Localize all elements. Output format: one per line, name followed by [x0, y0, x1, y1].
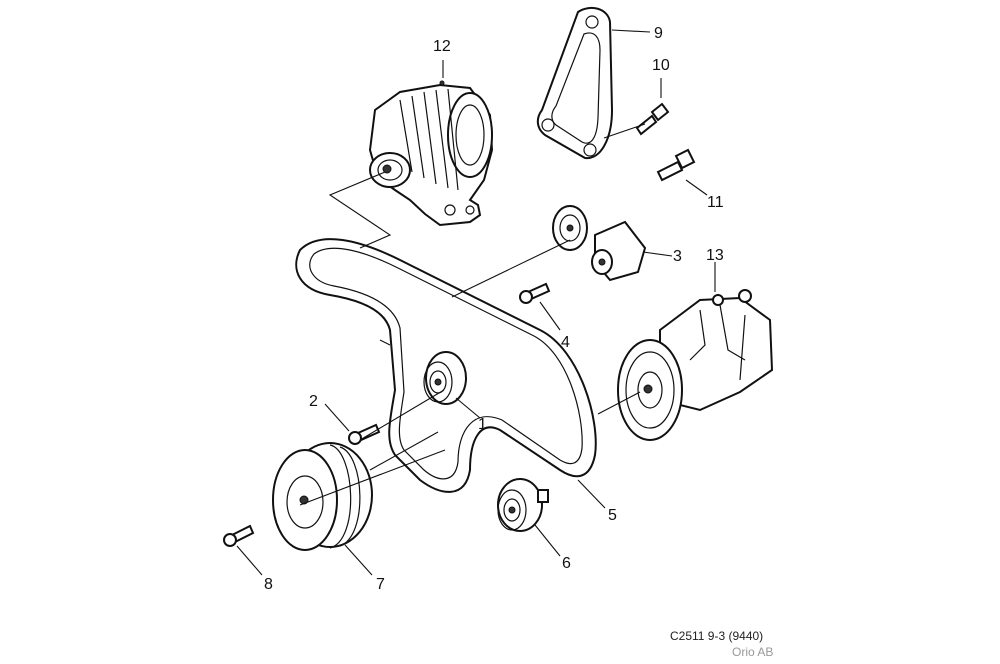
- alternator: [368, 80, 494, 227]
- callout-leaders: [236, 29, 716, 576]
- drive-belt: [295, 238, 597, 493]
- bolt-8: [223, 524, 255, 547]
- crankshaft-pulley: [272, 442, 373, 551]
- document-code: C2511 9-3 (9440): [670, 629, 764, 643]
- callout-11: 11: [707, 194, 724, 211]
- callout-8: 8: [264, 576, 273, 593]
- callout-9: 9: [654, 25, 663, 42]
- bolt-11: [656, 148, 696, 182]
- belt-tensioner: [552, 205, 647, 282]
- callout-7: 7: [376, 576, 385, 593]
- callout-10: 10: [652, 57, 670, 74]
- callout-5: 5: [608, 507, 617, 524]
- bracket: [536, 6, 614, 160]
- callout-6: 6: [562, 555, 571, 572]
- idler-pulley-6: [497, 478, 549, 532]
- idler-pulley-1: [423, 351, 467, 405]
- callout-13: 13: [706, 247, 724, 264]
- callout-4: 4: [561, 334, 570, 351]
- callout-labels: 1 2 3 4 5 6 7 8 9 10 11 12 13: [264, 25, 724, 593]
- ac-compressor: [617, 289, 774, 441]
- bolt-4: [519, 282, 551, 304]
- bolt-2: [348, 423, 381, 445]
- assembly-lines: [299, 123, 646, 506]
- callout-2: 2: [309, 393, 318, 410]
- callout-1: 1: [478, 416, 487, 433]
- callout-12: 12: [433, 38, 451, 55]
- document-owner: Orio AB: [732, 645, 774, 659]
- bolt-10: [635, 102, 670, 136]
- callout-3: 3: [673, 248, 682, 265]
